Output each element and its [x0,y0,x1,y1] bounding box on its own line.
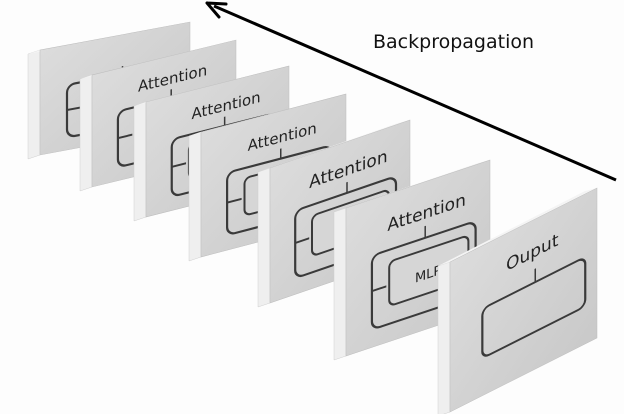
panel-side [188,131,202,262]
panel-side [133,101,147,222]
skip-arrow-icon [371,285,387,293]
skip-arrow-icon [117,133,133,140]
output-box [481,258,587,357]
layer-panel: Ouput [437,187,598,414]
backpropagation-label: Backpropagation [373,31,534,53]
panel-side [333,207,347,361]
panel-top [438,188,597,266]
panel-side [27,49,41,160]
skip-arrow-icon [67,106,82,112]
transformer-layers: AttentionAttentionAttentionMAttentionMLP… [27,21,598,414]
skip-arrow-icon [227,197,242,204]
backpropagation-arrow [205,1,617,182]
panel-side [257,167,271,308]
skip-arrow-icon [171,162,187,168]
panel-side [79,74,93,192]
panel-side [437,261,451,414]
skip-arrow-icon [295,237,310,245]
